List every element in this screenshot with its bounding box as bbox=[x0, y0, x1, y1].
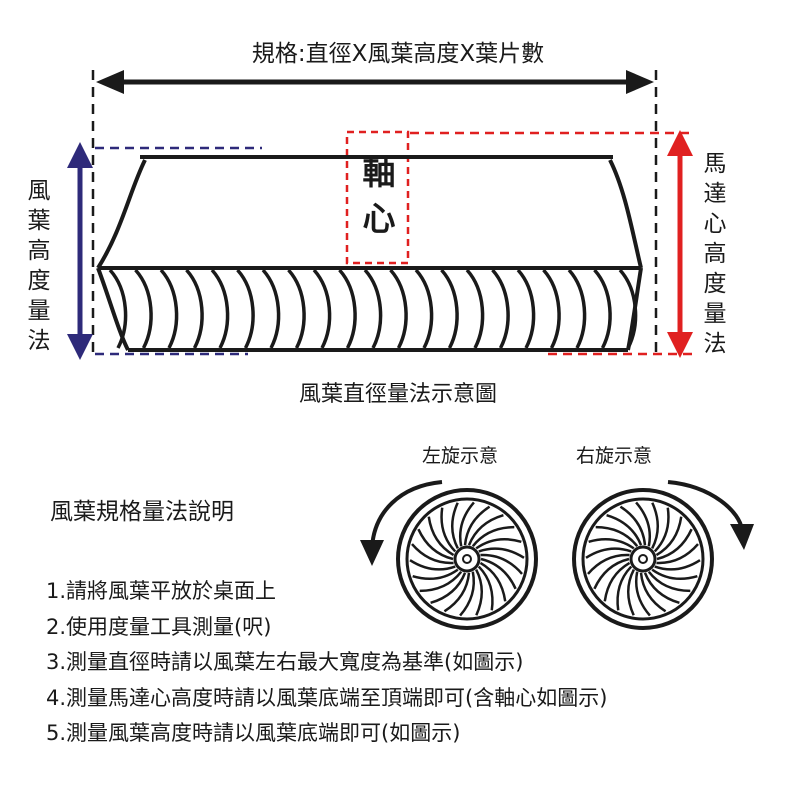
wheel-blade bbox=[606, 513, 643, 546]
wheel-blade bbox=[587, 553, 630, 575]
blade-line bbox=[516, 268, 536, 349]
left-rotation-label: 左旋示意 bbox=[422, 445, 499, 467]
wheel-blade bbox=[412, 568, 459, 581]
wheel-blade bbox=[477, 565, 494, 611]
blade-line bbox=[491, 268, 510, 349]
instruction-step: 4.測量馬達心高度時請以風葉底端至頂端即可(含軸心如圖示) bbox=[46, 685, 608, 710]
blade-line bbox=[593, 268, 612, 349]
wheel-blade bbox=[643, 572, 680, 605]
blade-line bbox=[159, 268, 179, 349]
left-rotation-fan bbox=[396, 488, 538, 630]
right-arrowhead bbox=[730, 524, 754, 550]
wheel-blade bbox=[651, 568, 698, 581]
diagram-caption: 風葉直徑量法示意圖 bbox=[298, 382, 497, 407]
wheel-blade bbox=[654, 559, 701, 571]
wheel-blade bbox=[443, 572, 471, 613]
wheel-blade bbox=[635, 501, 652, 547]
left-rotation-arrow bbox=[370, 480, 443, 549]
motor-height-dimension bbox=[410, 130, 693, 358]
wheel-blade bbox=[467, 513, 504, 546]
wheel-blade bbox=[656, 543, 699, 565]
wheel-blade bbox=[440, 507, 457, 553]
wheel-blade bbox=[603, 561, 631, 602]
wheel-blade bbox=[475, 569, 484, 616]
wheel-blade bbox=[585, 547, 632, 559]
right-rotation-fan bbox=[572, 488, 714, 630]
instructions-title: 風葉規格量法說明 bbox=[50, 499, 234, 525]
wheel-blade bbox=[463, 505, 491, 546]
wheel-blade bbox=[459, 571, 476, 617]
wheel-blade bbox=[419, 570, 463, 593]
wheel-blade bbox=[616, 565, 633, 611]
fan-height-dimension bbox=[67, 142, 262, 360]
wheel-blade bbox=[647, 570, 691, 593]
wheel-blade bbox=[480, 553, 523, 575]
wheel-inner-ring bbox=[581, 497, 705, 621]
wheel-blade bbox=[651, 502, 660, 549]
blade-line bbox=[338, 268, 357, 349]
blade-line bbox=[287, 268, 306, 349]
wheel-blade bbox=[653, 507, 670, 553]
axis-label: 軸心 bbox=[362, 153, 396, 238]
fan-height-label: 風葉高度量法 bbox=[27, 178, 51, 354]
axis-box bbox=[345, 130, 410, 265]
wheel-blade bbox=[450, 502, 459, 549]
wheel-blade bbox=[655, 516, 683, 557]
wheel-axle bbox=[638, 554, 648, 564]
blade-line bbox=[440, 268, 459, 349]
wheel-blade bbox=[478, 547, 525, 559]
fan-blades bbox=[108, 268, 638, 349]
wheel-blade bbox=[593, 557, 630, 590]
wheel-axle bbox=[462, 554, 472, 564]
wheel-blade bbox=[639, 572, 667, 613]
wheel-inner-ring bbox=[405, 497, 529, 621]
blade-line bbox=[185, 268, 204, 349]
instruction-step: 5.測量風葉高度時請以風葉底端即可(如圖示) bbox=[46, 721, 461, 745]
blade-line bbox=[542, 268, 561, 349]
wheel-blade bbox=[458, 501, 475, 547]
instruction-steps: 1.請將風葉平放於桌面上 2.使用度量工具測量(呎) 3.測量直徑時請以風葉左右… bbox=[46, 574, 607, 752]
blade-line bbox=[312, 268, 332, 349]
wheel-blade bbox=[595, 525, 639, 548]
wheel-outer-ring bbox=[396, 488, 538, 630]
blade-line bbox=[567, 268, 587, 349]
blade-line bbox=[108, 268, 128, 349]
wheel-blade bbox=[656, 528, 693, 561]
left-arrowhead bbox=[360, 540, 384, 566]
diameter-dimension bbox=[91, 70, 658, 355]
wheel-blade bbox=[634, 571, 651, 617]
blade-line bbox=[618, 268, 638, 349]
wheel-outer-ring bbox=[572, 488, 714, 630]
instruction-step: 2.使用度量工具測量(呎) bbox=[46, 614, 272, 639]
wheel-blade bbox=[411, 543, 454, 565]
blade-line bbox=[261, 268, 281, 349]
wheel-blade bbox=[427, 516, 455, 557]
blade-line bbox=[465, 268, 485, 349]
wheel-blade bbox=[619, 505, 647, 546]
wheel-blade bbox=[430, 572, 467, 605]
right-rotation-label: 右旋示意 bbox=[576, 445, 653, 467]
wheel-blade bbox=[480, 557, 517, 590]
blade-line bbox=[389, 268, 408, 349]
instruction-step: 1.請將風葉平放於桌面上 bbox=[46, 579, 277, 603]
wheel-blade bbox=[471, 525, 515, 548]
wheel-blade bbox=[409, 559, 456, 571]
blade-line bbox=[134, 268, 153, 349]
blade-line bbox=[363, 268, 383, 349]
wheel-blade bbox=[588, 537, 635, 550]
motor-height-label: 馬達心高度量法 bbox=[703, 151, 727, 357]
blade-line bbox=[414, 268, 434, 349]
blade-line bbox=[210, 268, 230, 349]
wheel-blade bbox=[475, 537, 522, 550]
diameter-spec-label: 規格:直徑X風葉高度X葉片數 bbox=[251, 41, 545, 67]
instruction-step: 3.測量直徑時請以風葉左右最大寬度為基準(如圖示) bbox=[46, 650, 524, 674]
wheel-blade bbox=[417, 528, 454, 561]
wheel-blade bbox=[626, 569, 635, 616]
blade-line bbox=[236, 268, 255, 349]
wheel-blade bbox=[479, 561, 507, 602]
